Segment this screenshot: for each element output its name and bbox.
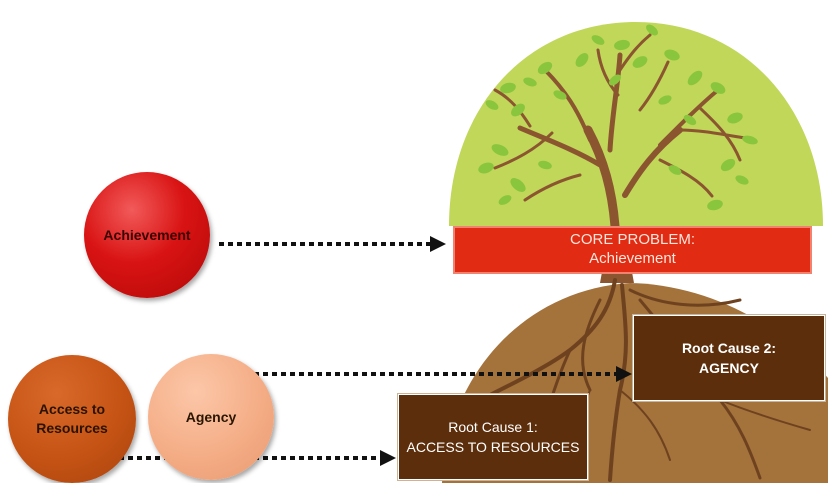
arrowhead-core bbox=[430, 236, 446, 252]
root-cause-2-title: Root Cause 2: bbox=[681, 339, 777, 356]
core-problem-value: Achievement bbox=[589, 250, 676, 267]
agency-label: Agency bbox=[185, 408, 237, 425]
core-problem-title: CORE PROBLEM: bbox=[569, 231, 696, 249]
agency-circle: Agency bbox=[148, 354, 274, 480]
arrowhead-root2 bbox=[616, 366, 632, 382]
tree-leaves bbox=[478, 24, 758, 211]
access-to-resources-circle: Access to Resources bbox=[8, 355, 136, 483]
root-cause-2-value: AGENCY bbox=[699, 360, 759, 376]
achievement-label: Achievement bbox=[103, 226, 191, 243]
root-cause-1-value: ACCESS TO RESOURCES bbox=[406, 439, 580, 455]
arrowhead-root1 bbox=[380, 450, 396, 466]
root-cause-1-title: Root Cause 1: bbox=[448, 418, 538, 435]
root-cause-2-box: Root Cause 2: AGENCY bbox=[633, 315, 825, 401]
tree-canopy bbox=[449, 22, 823, 226]
achievement-circle: Achievement bbox=[84, 172, 210, 298]
core-problem-box: CORE PROBLEM: Achievement bbox=[453, 226, 812, 274]
access-to-resources-label: Access to Resources bbox=[36, 401, 108, 436]
root-cause-1-box: Root Cause 1: ACCESS TO RESOURCES bbox=[398, 394, 588, 480]
